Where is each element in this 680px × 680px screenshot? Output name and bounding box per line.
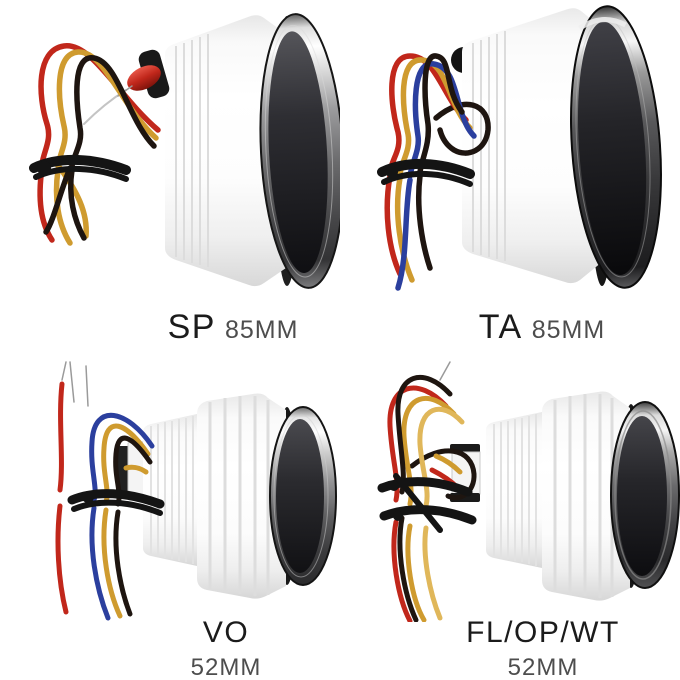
cable-tie [377,473,477,533]
wire-harness [29,43,161,246]
red-cap [127,65,161,91]
cable-tie [377,159,475,187]
threaded-tube [143,414,197,566]
body-thread-ribs [175,34,209,267]
product-size: 85MM [224,316,299,344]
tinted-glass [617,416,667,576]
chrome-bezel [259,13,340,289]
label-fl-op-wt: FL/OP/WT 52MM [373,618,680,680]
sp-gauge-illustration [29,13,340,289]
photo-vo-gauge [0,350,340,622]
product-size: 85MM [531,316,606,344]
tube-threads [150,416,194,564]
tube-threads [493,414,537,566]
wire-harness [377,53,491,291]
photo-fl-op-wt-gauge [340,350,680,622]
product-size: 52MM [190,654,262,680]
label-ta: TA 85MM [372,308,680,347]
label-vo: VO 52MM [56,618,396,680]
product-name: SP [167,308,216,346]
label-sp: SP 85MM [63,308,403,347]
product-name: VO [202,616,250,649]
tinted-glass [268,31,328,274]
wire-harness [55,361,165,621]
chrome-bezel [269,406,337,586]
cable-tie [29,155,131,182]
chrome-bezel [570,5,662,289]
product-name: FL/OP/WT [466,616,620,649]
fl-op-wt-gauge-illustration [377,361,680,622]
product-size: 52MM [507,654,579,680]
nut-knurls [208,396,270,596]
product-name: TA [478,308,523,346]
tinted-glass [577,21,647,275]
photo-ta-gauge [340,0,680,300]
cable-tie [67,489,165,516]
vo-gauge-illustration [55,361,337,621]
ta-gauge-illustration [377,5,662,291]
sender-knob [127,49,170,99]
tinted-glass [276,419,324,573]
chrome-bezel [610,401,680,589]
photo-sp-gauge [0,0,340,300]
wire-harness [377,361,477,622]
